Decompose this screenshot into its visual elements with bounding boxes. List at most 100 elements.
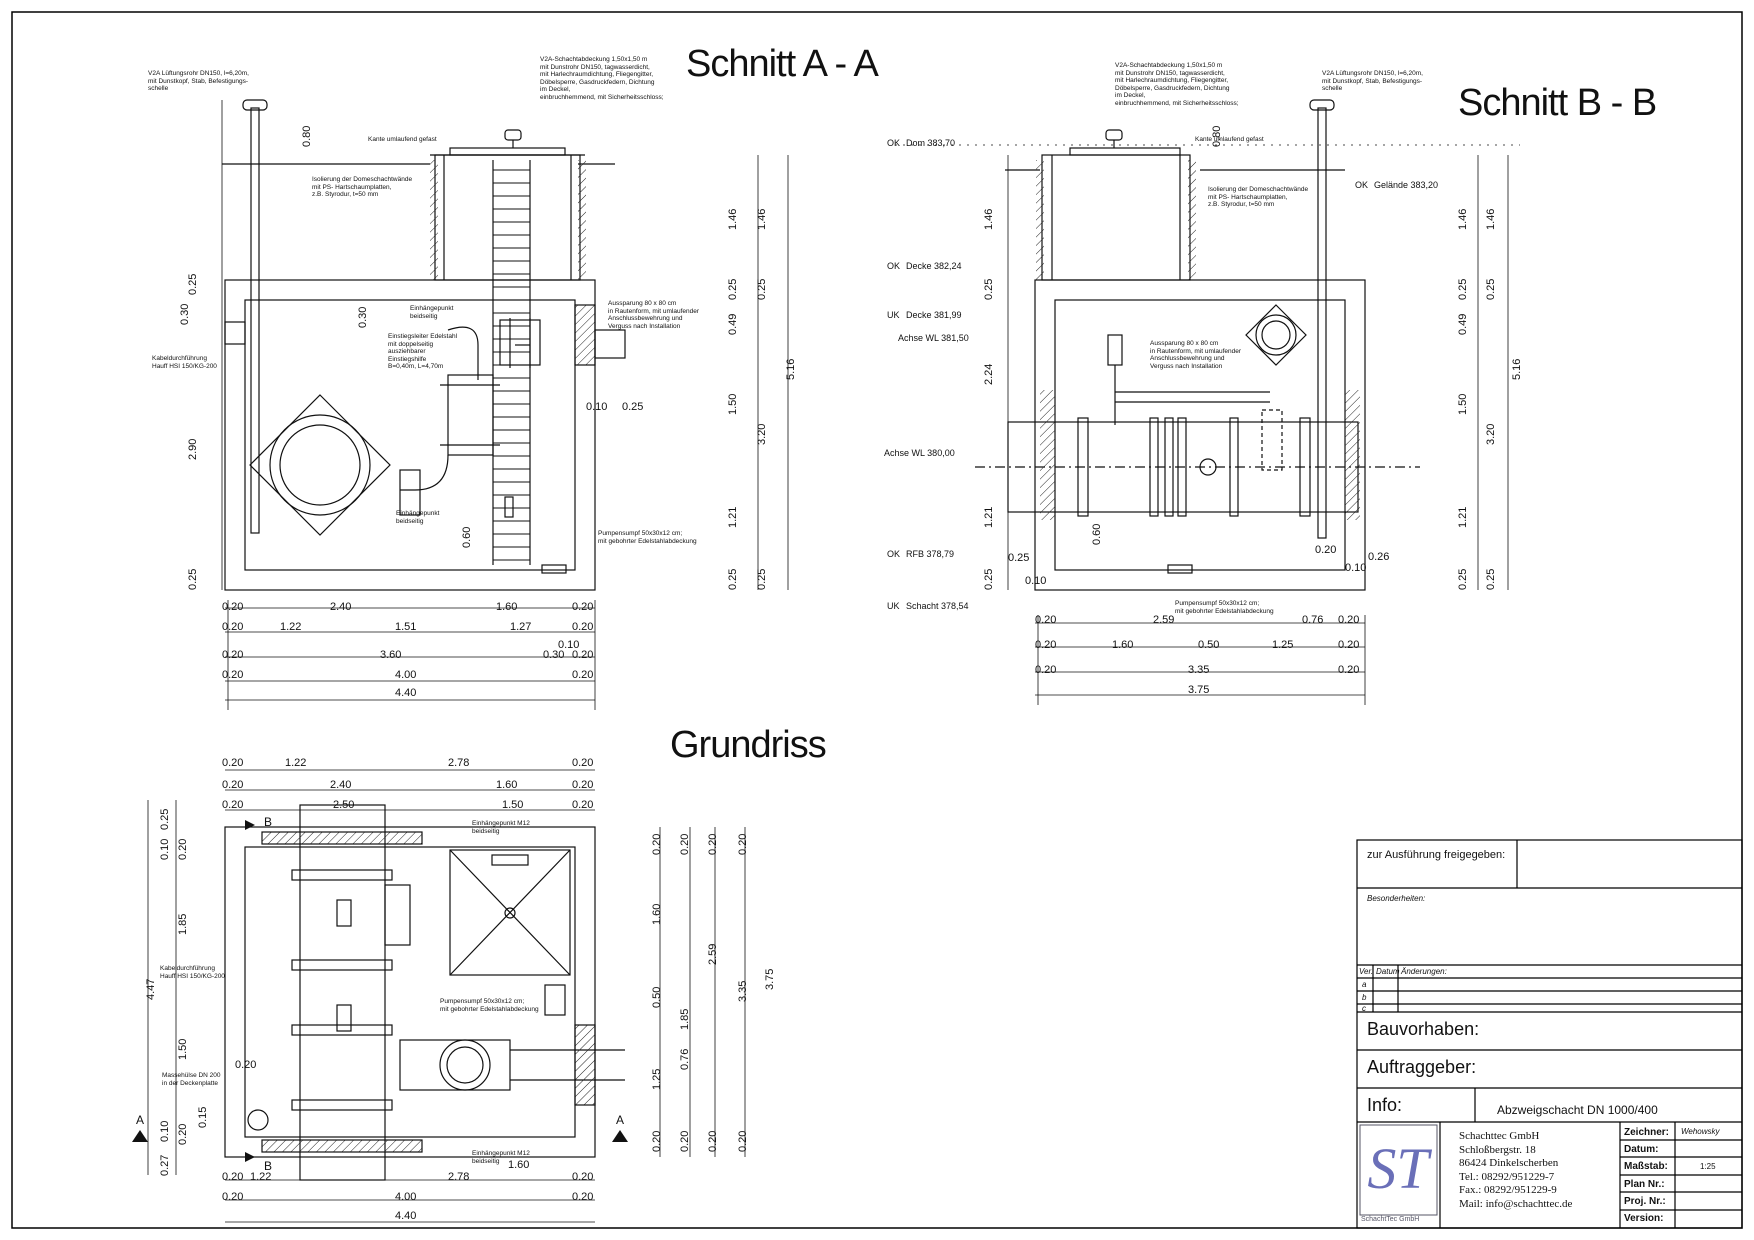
aa-note-sump: Pumpensumpf 50x30x12 cm; mit gebohrter E… (598, 530, 697, 545)
bb-hdim: 0.20 (1338, 614, 1360, 626)
gr-hdim-bottom: 0.20 (222, 1191, 244, 1203)
gr-hdim-top: 0.20 (222, 779, 244, 791)
grundriss-dimension-lines (147, 769, 746, 1223)
aa-vdim-right1: 1.46 (727, 208, 739, 230)
aa-vdim-left: 0.25 (187, 568, 199, 590)
gr-vdim-total: 3.75 (764, 968, 776, 990)
tb-info-label: Info: (1367, 1095, 1403, 1115)
gr-vdim-right2: 0.20 (679, 833, 691, 855)
gr-note-anchor-bottom: Einhängepunkt M12 beidseitig (472, 1150, 530, 1165)
aa-note-anchor-top: Einhängepunkt beidseitig (410, 305, 454, 320)
bb-vdim-left: 0.80 (1211, 125, 1223, 147)
gr-vdim-right3: 0.20 (707, 833, 719, 855)
bb-vdim-left: 2.24 (983, 363, 995, 385)
aa-hdim: 0.20 (222, 621, 244, 633)
aa-hdim: 0.20 (572, 601, 594, 613)
gr-vdim-right1: 1.25 (651, 1068, 663, 1090)
gr-hdim-bottom: 0.20 (572, 1191, 594, 1203)
gr-hdim-top: 2.78 (448, 757, 470, 769)
bb-hdim-total: 3.75 (1188, 684, 1210, 696)
section-bb-wall-duct-left (1040, 390, 1055, 520)
bb-inner-dim: 0.25 (1008, 552, 1030, 564)
aa-hdim: 1.60 (496, 601, 518, 613)
gr-vdim-right3: 0.20 (707, 1130, 719, 1152)
gr-vdim-right4: 0.20 (737, 833, 749, 855)
bb-inner-dim: 0.60 (1091, 523, 1103, 545)
section-aa-dimension-lines (221, 100, 789, 710)
bb-level-text: RFB 378,79 (906, 549, 955, 559)
aa-hdim-total: 4.40 (395, 687, 417, 699)
gr-vdim-right2: 0.76 (679, 1048, 691, 1070)
bb-vdim-right1: 1.21 (1457, 506, 1469, 528)
gr-note-anchor-top: Einhängepunkt M12 beidseitig (472, 820, 530, 835)
bb-ground-tag: OK (1355, 180, 1369, 190)
aa-note-insulation: Isolierung der Domeschachtwände mit PS- … (312, 176, 413, 198)
gr-hdim-bottom: 0.20 (222, 1171, 244, 1183)
title-schnitt-bb: Schnitt B - B (1458, 82, 1657, 124)
aa-hdim: 1.51 (395, 621, 417, 633)
gr-hdim-top: 2.50 (333, 799, 355, 811)
gr-hdim-top: 0.20 (572, 779, 594, 791)
gr-hdim-top: 0.20 (222, 799, 244, 811)
gr-hdim-top: 0.20 (572, 757, 594, 769)
sheet-frame (11, 11, 1743, 1229)
bb-vdim-right1: 1.50 (1457, 393, 1469, 415)
gr-hdim-top: 0.20 (222, 757, 244, 769)
gr-vdim-right2: 0.20 (679, 1130, 691, 1152)
tb-rev-row: a (1362, 980, 1367, 989)
title-schnitt-aa: Schnitt A - A (686, 43, 879, 85)
gr-hdim-bottom: 4.00 (395, 1191, 417, 1203)
bb-level-text: Achse WL 381,50 (898, 333, 969, 343)
aa-note-ladder: Einstiegsleiter Edelstahl mit doppelseit… (388, 333, 458, 370)
aa-vdim-right1: 0.49 (727, 313, 739, 335)
gr-inner-dim: 0.20 (235, 1059, 257, 1071)
tb-logo-caption: SchachtTec GmbH (1361, 1216, 1420, 1223)
gr-hdim-top: 1.60 (496, 779, 518, 791)
bb-hdim: 0.20 (1035, 614, 1057, 626)
aa-hdim: 0.20 (222, 601, 244, 613)
aa-hdim: 2.40 (330, 601, 352, 613)
bb-hdim: 1.25 (1272, 639, 1294, 651)
gr-hdim-top: 1.50 (502, 799, 524, 811)
bb-hdim: 0.20 (1035, 639, 1057, 651)
gr-inner-dim: 0.15 (197, 1106, 209, 1128)
aa-hdim: 4.00 (395, 669, 417, 681)
title-grundriss: Grundriss (670, 724, 827, 766)
aa-vdim-left: 0.80 (301, 125, 313, 147)
tb-field-label: Zeichner: (1624, 1127, 1670, 1138)
gr-hdim-bottom-total: 4.40 (395, 1210, 417, 1222)
gr-vdim-left: 0.25 (159, 808, 171, 830)
aa-hdim: 0.30 (543, 649, 565, 661)
gr-vdim-right1: 0.50 (651, 986, 663, 1008)
section-markers (132, 820, 628, 1162)
gr-hdim-top: 2.40 (330, 779, 352, 791)
gr-vdim-left: 0.20 (177, 838, 189, 860)
bb-vdim-right2: 1.46 (1485, 208, 1497, 230)
section-mark-a-right: A (616, 1113, 625, 1127)
gr-vdim-right1: 1.60 (651, 903, 663, 925)
bb-note-shaft-cover: V2A-Schachtabdeckung 1,50x1,50 m mit Dun… (1115, 62, 1239, 107)
tb-field-value: 1:25 (1700, 1162, 1716, 1171)
bb-hdim: 0.76 (1302, 614, 1324, 626)
bb-vdim-total: 5.16 (1511, 358, 1523, 380)
bb-note-vent-pipe: V2A Lüftungsrohr DN150, l=6,20m, mit Dun… (1322, 70, 1423, 92)
bb-level-text: Achse WL 380,00 (884, 448, 955, 458)
bb-inner-dim: 0.10 (1025, 575, 1047, 587)
bb-hdim: 3.35 (1188, 664, 1210, 676)
gr-note-sump: Pumpensumpf 50x30x12 cm; mit gebohrter E… (440, 998, 539, 1013)
tb-project-label: Bauvorhaben: (1367, 1019, 1480, 1039)
bb-level-text: Dom 383,70 (906, 138, 956, 148)
bb-vdim-right1: 1.46 (1457, 208, 1469, 230)
bb-ground-text: Gelände 383,20 (1374, 180, 1439, 190)
gr-hdim-top: 1.22 (285, 757, 307, 769)
company-logo: ST (1359, 1124, 1438, 1216)
bb-level-tag: OK (887, 261, 901, 271)
aa-note-vent-pipe: V2A Lüftungsrohr DN150, l=6,20m, mit Dun… (148, 70, 249, 92)
gr-hdim-bottom: 2.78 (448, 1171, 470, 1183)
section-bb-insulation-hatch-right (1188, 160, 1196, 280)
aa-hdim: 3.60 (380, 649, 402, 661)
aa-vdim-right1: 0.25 (727, 568, 739, 590)
section-mark-b-top: B (264, 815, 273, 829)
aa-vdim-left: 0.25 (187, 273, 199, 295)
